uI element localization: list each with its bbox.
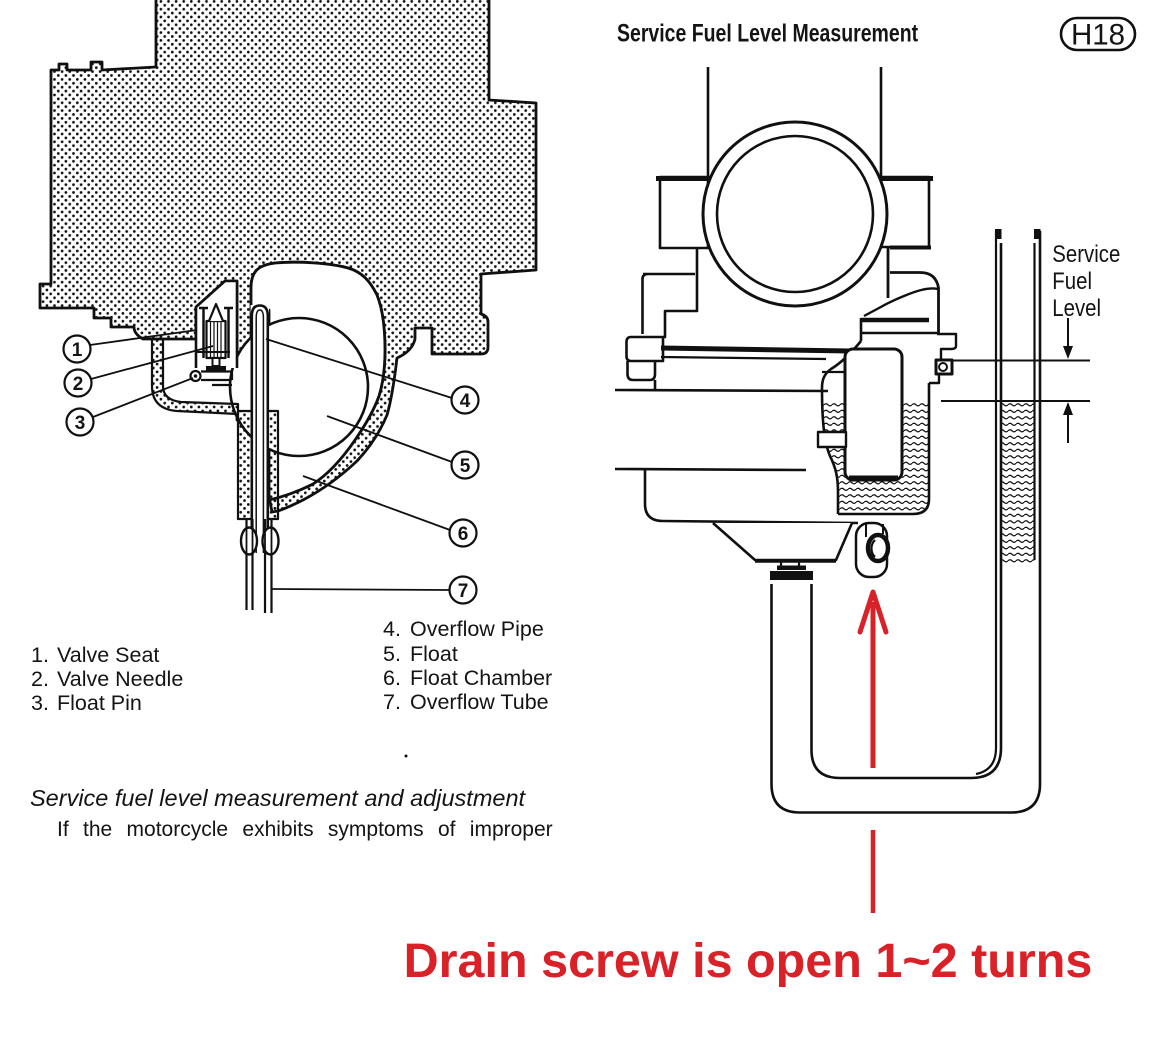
svg-text:H18: H18 <box>1071 19 1125 52</box>
svg-text:7: 7 <box>458 581 469 602</box>
svg-text:3: 3 <box>75 413 86 434</box>
svg-text:3.: 3. <box>31 691 49 715</box>
svg-text:Overflow Pipe: Overflow Pipe <box>410 617 544 641</box>
svg-text:2.: 2. <box>31 667 49 691</box>
svg-text:1.: 1. <box>31 643 49 667</box>
svg-text:Float: Float <box>410 642 458 666</box>
svg-text:5.: 5. <box>383 642 401 666</box>
svg-text:5: 5 <box>460 456 471 477</box>
svg-text:4.: 4. <box>383 617 401 641</box>
svg-text:Valve Seat: Valve Seat <box>57 643 159 667</box>
svg-text:Fuel: Fuel <box>1052 267 1092 294</box>
svg-text:7.: 7. <box>383 690 401 714</box>
svg-text:Valve Needle: Valve Needle <box>57 667 183 691</box>
svg-text:6.: 6. <box>383 666 401 690</box>
svg-text:Service fuel level measurement: Service fuel level measurement and adjus… <box>30 785 527 811</box>
svg-text:Drain screw is open 1~2 turns: Drain screw is open 1~2 turns <box>404 934 1093 988</box>
svg-text:Level: Level <box>1052 294 1101 321</box>
svg-text:Float Pin: Float Pin <box>57 691 142 715</box>
svg-text:If the motorcycle exhibits sym: If the motorcycle exhibits symptoms of i… <box>57 818 553 841</box>
svg-text:Overflow Tube: Overflow Tube <box>410 690 549 714</box>
svg-text:1: 1 <box>72 340 83 361</box>
svg-text:Float Chamber: Float Chamber <box>410 666 552 690</box>
svg-text:Service: Service <box>1052 240 1120 267</box>
svg-text:6: 6 <box>458 524 469 545</box>
svg-text:4: 4 <box>460 391 471 412</box>
svg-text:Service Fuel Level Measurement: Service Fuel Level Measurement <box>617 19 919 47</box>
svg-text:2: 2 <box>73 374 84 395</box>
